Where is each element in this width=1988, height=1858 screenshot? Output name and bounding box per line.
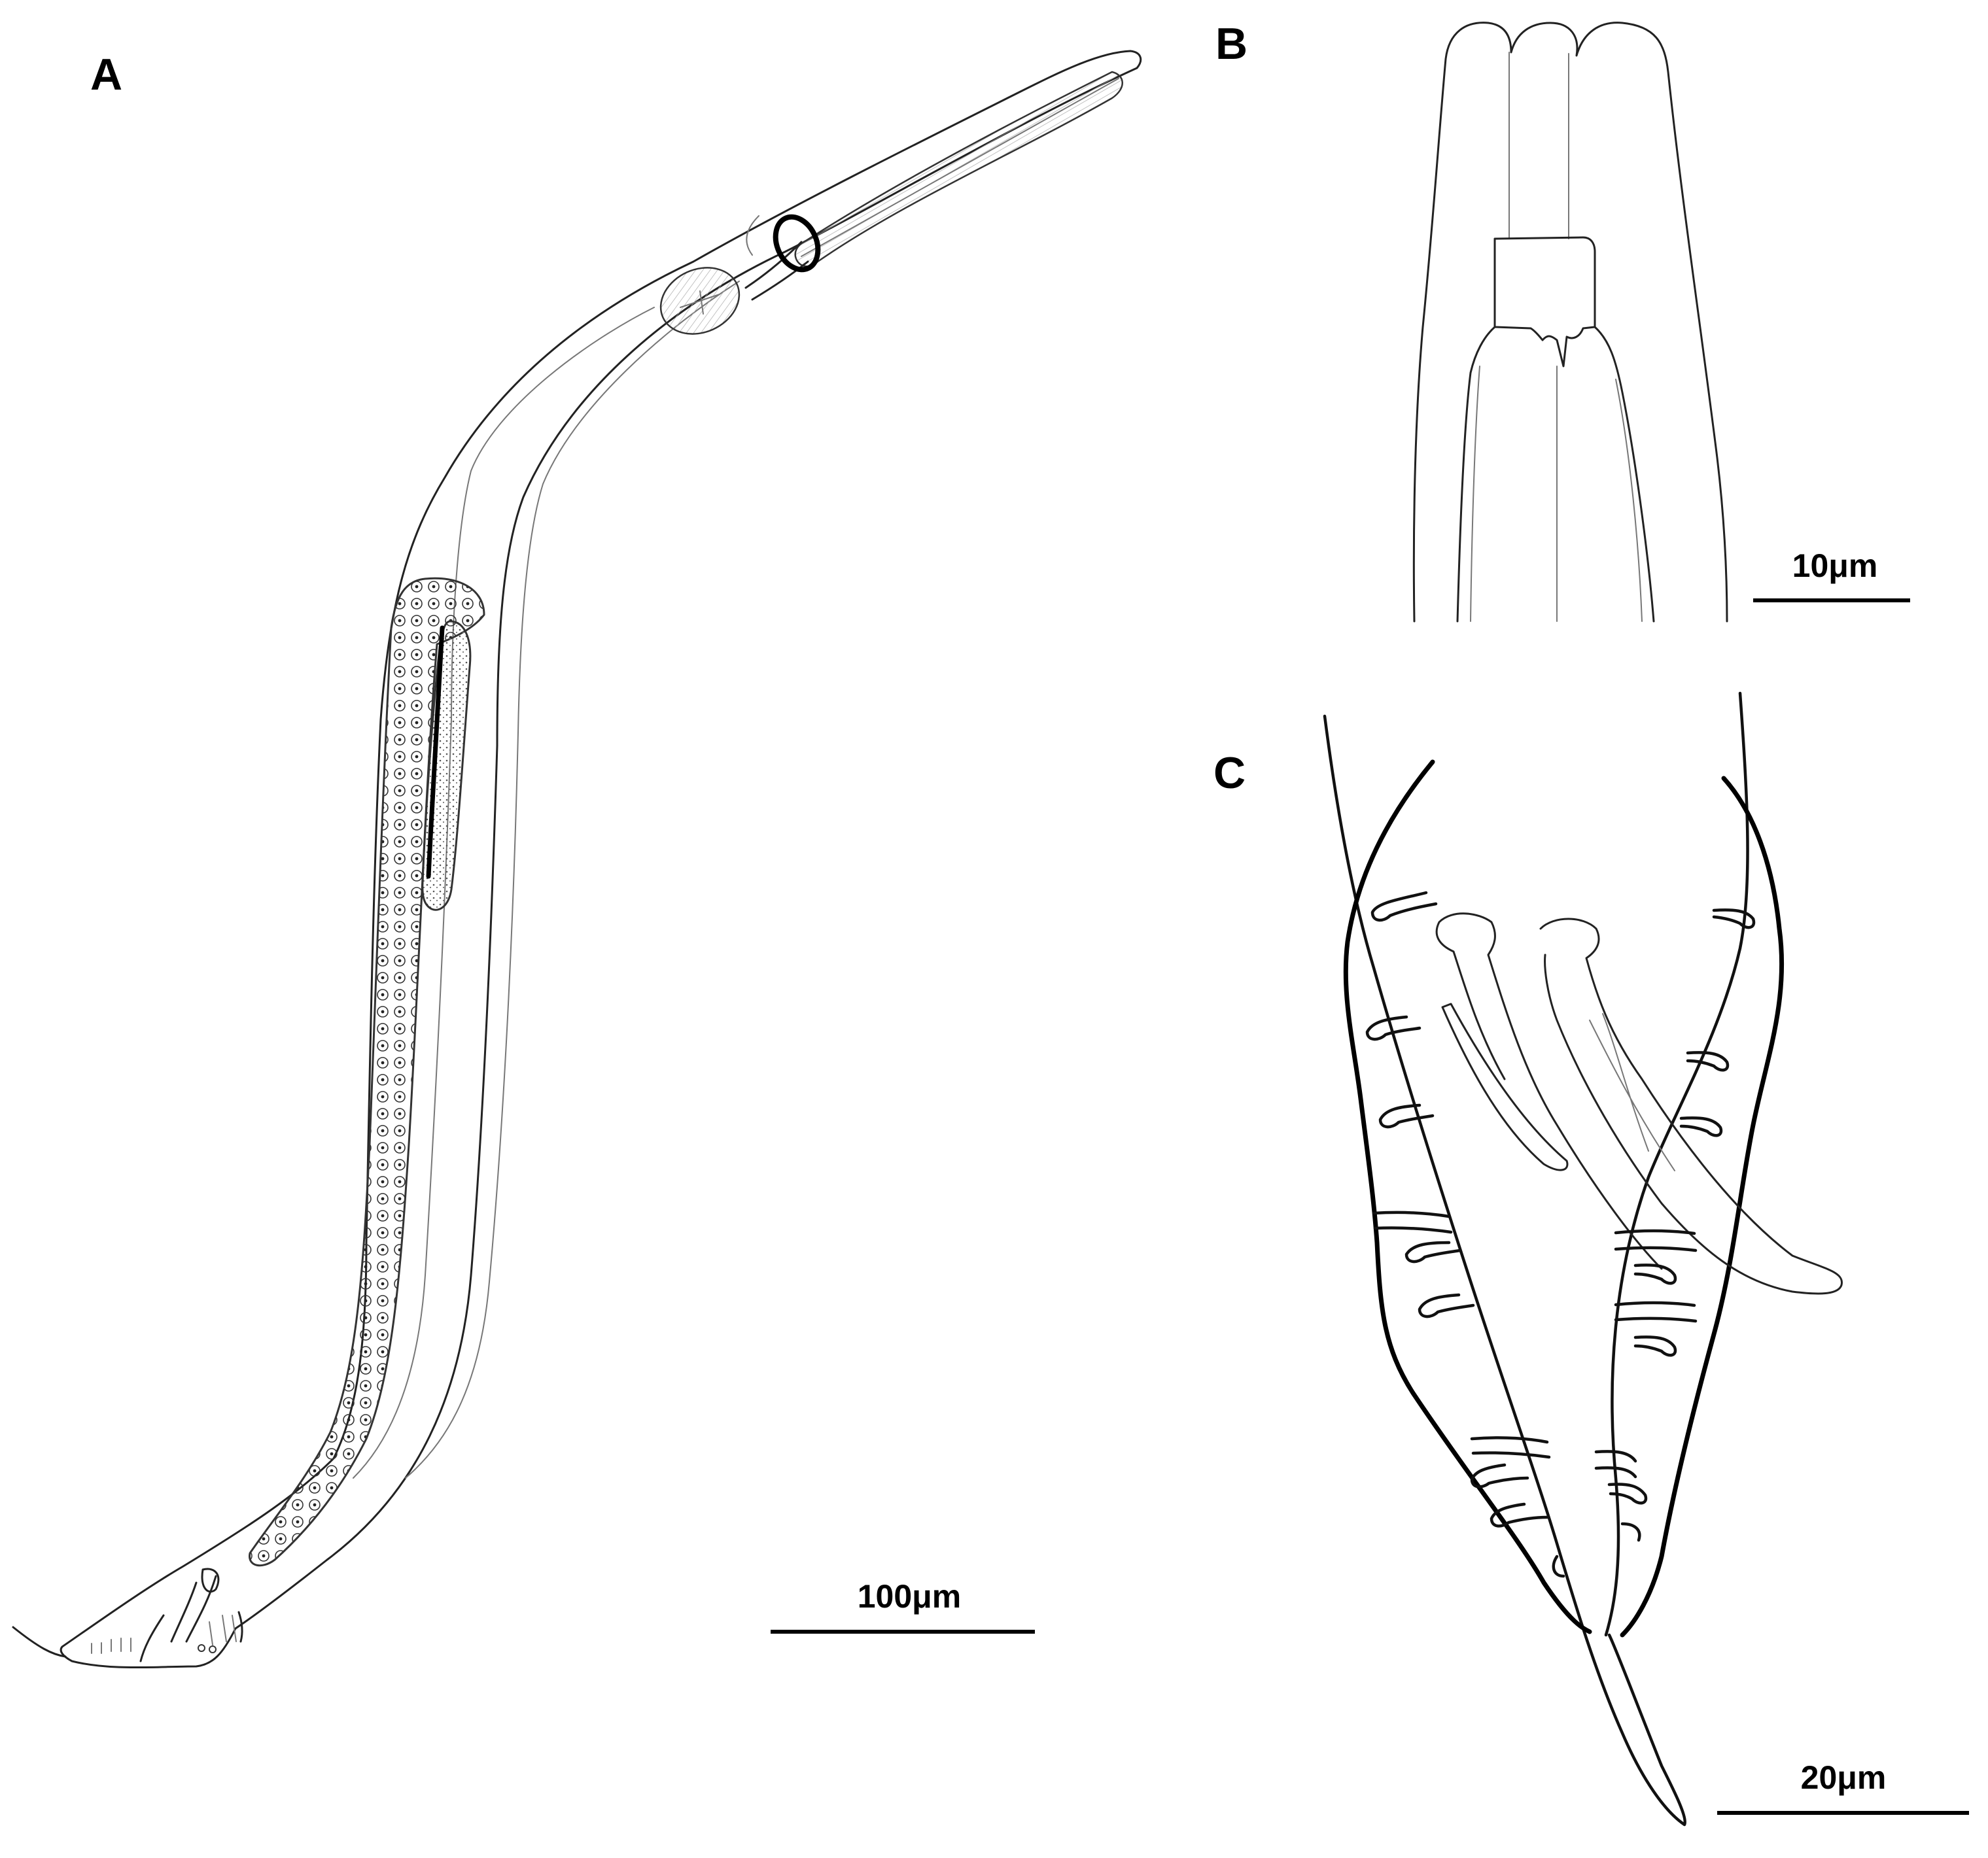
bursa-right-inner bbox=[1620, 776, 1785, 1638]
oesophagus-isthmus bbox=[744, 241, 809, 301]
head-outline bbox=[1412, 22, 1728, 623]
panel-a: A bbox=[12, 50, 1142, 1669]
excretory-duct bbox=[746, 215, 759, 256]
buccal-capsule bbox=[1493, 236, 1596, 368]
oesophagus-procorpus bbox=[794, 71, 1123, 267]
papillae-left bbox=[1365, 891, 1565, 1578]
bursa-left-inner bbox=[1343, 759, 1592, 1634]
panel-c: C bbox=[1213, 691, 1969, 1827]
male-tail-detail bbox=[12, 1568, 243, 1662]
panel-a-label: A bbox=[90, 50, 122, 99]
panel-b: B 10μm bbox=[1215, 19, 1910, 623]
nerve-ring bbox=[773, 214, 821, 273]
panel-c-label: C bbox=[1213, 748, 1246, 798]
body-outline bbox=[60, 50, 1142, 1669]
intestine-line-ventral bbox=[405, 281, 740, 1479]
scale-bar-c-label: 20μm bbox=[1801, 1759, 1887, 1796]
papillae-right bbox=[1594, 908, 1756, 1542]
gubernaculum bbox=[1441, 1003, 1569, 1171]
scale-bar-b-label: 10μm bbox=[1792, 547, 1878, 584]
spicule-left bbox=[1435, 912, 1663, 1270]
testis bbox=[249, 577, 485, 1567]
bursa-right-outer bbox=[1604, 691, 1749, 1637]
vas-deferens bbox=[426, 625, 445, 879]
panel-b-label: B bbox=[1215, 19, 1247, 69]
spicule-right bbox=[1539, 918, 1843, 1295]
scale-bar-a-label: 100μm bbox=[858, 1578, 961, 1615]
bursa-left-outer bbox=[1323, 714, 1687, 1827]
germinal-zone bbox=[421, 620, 472, 911]
